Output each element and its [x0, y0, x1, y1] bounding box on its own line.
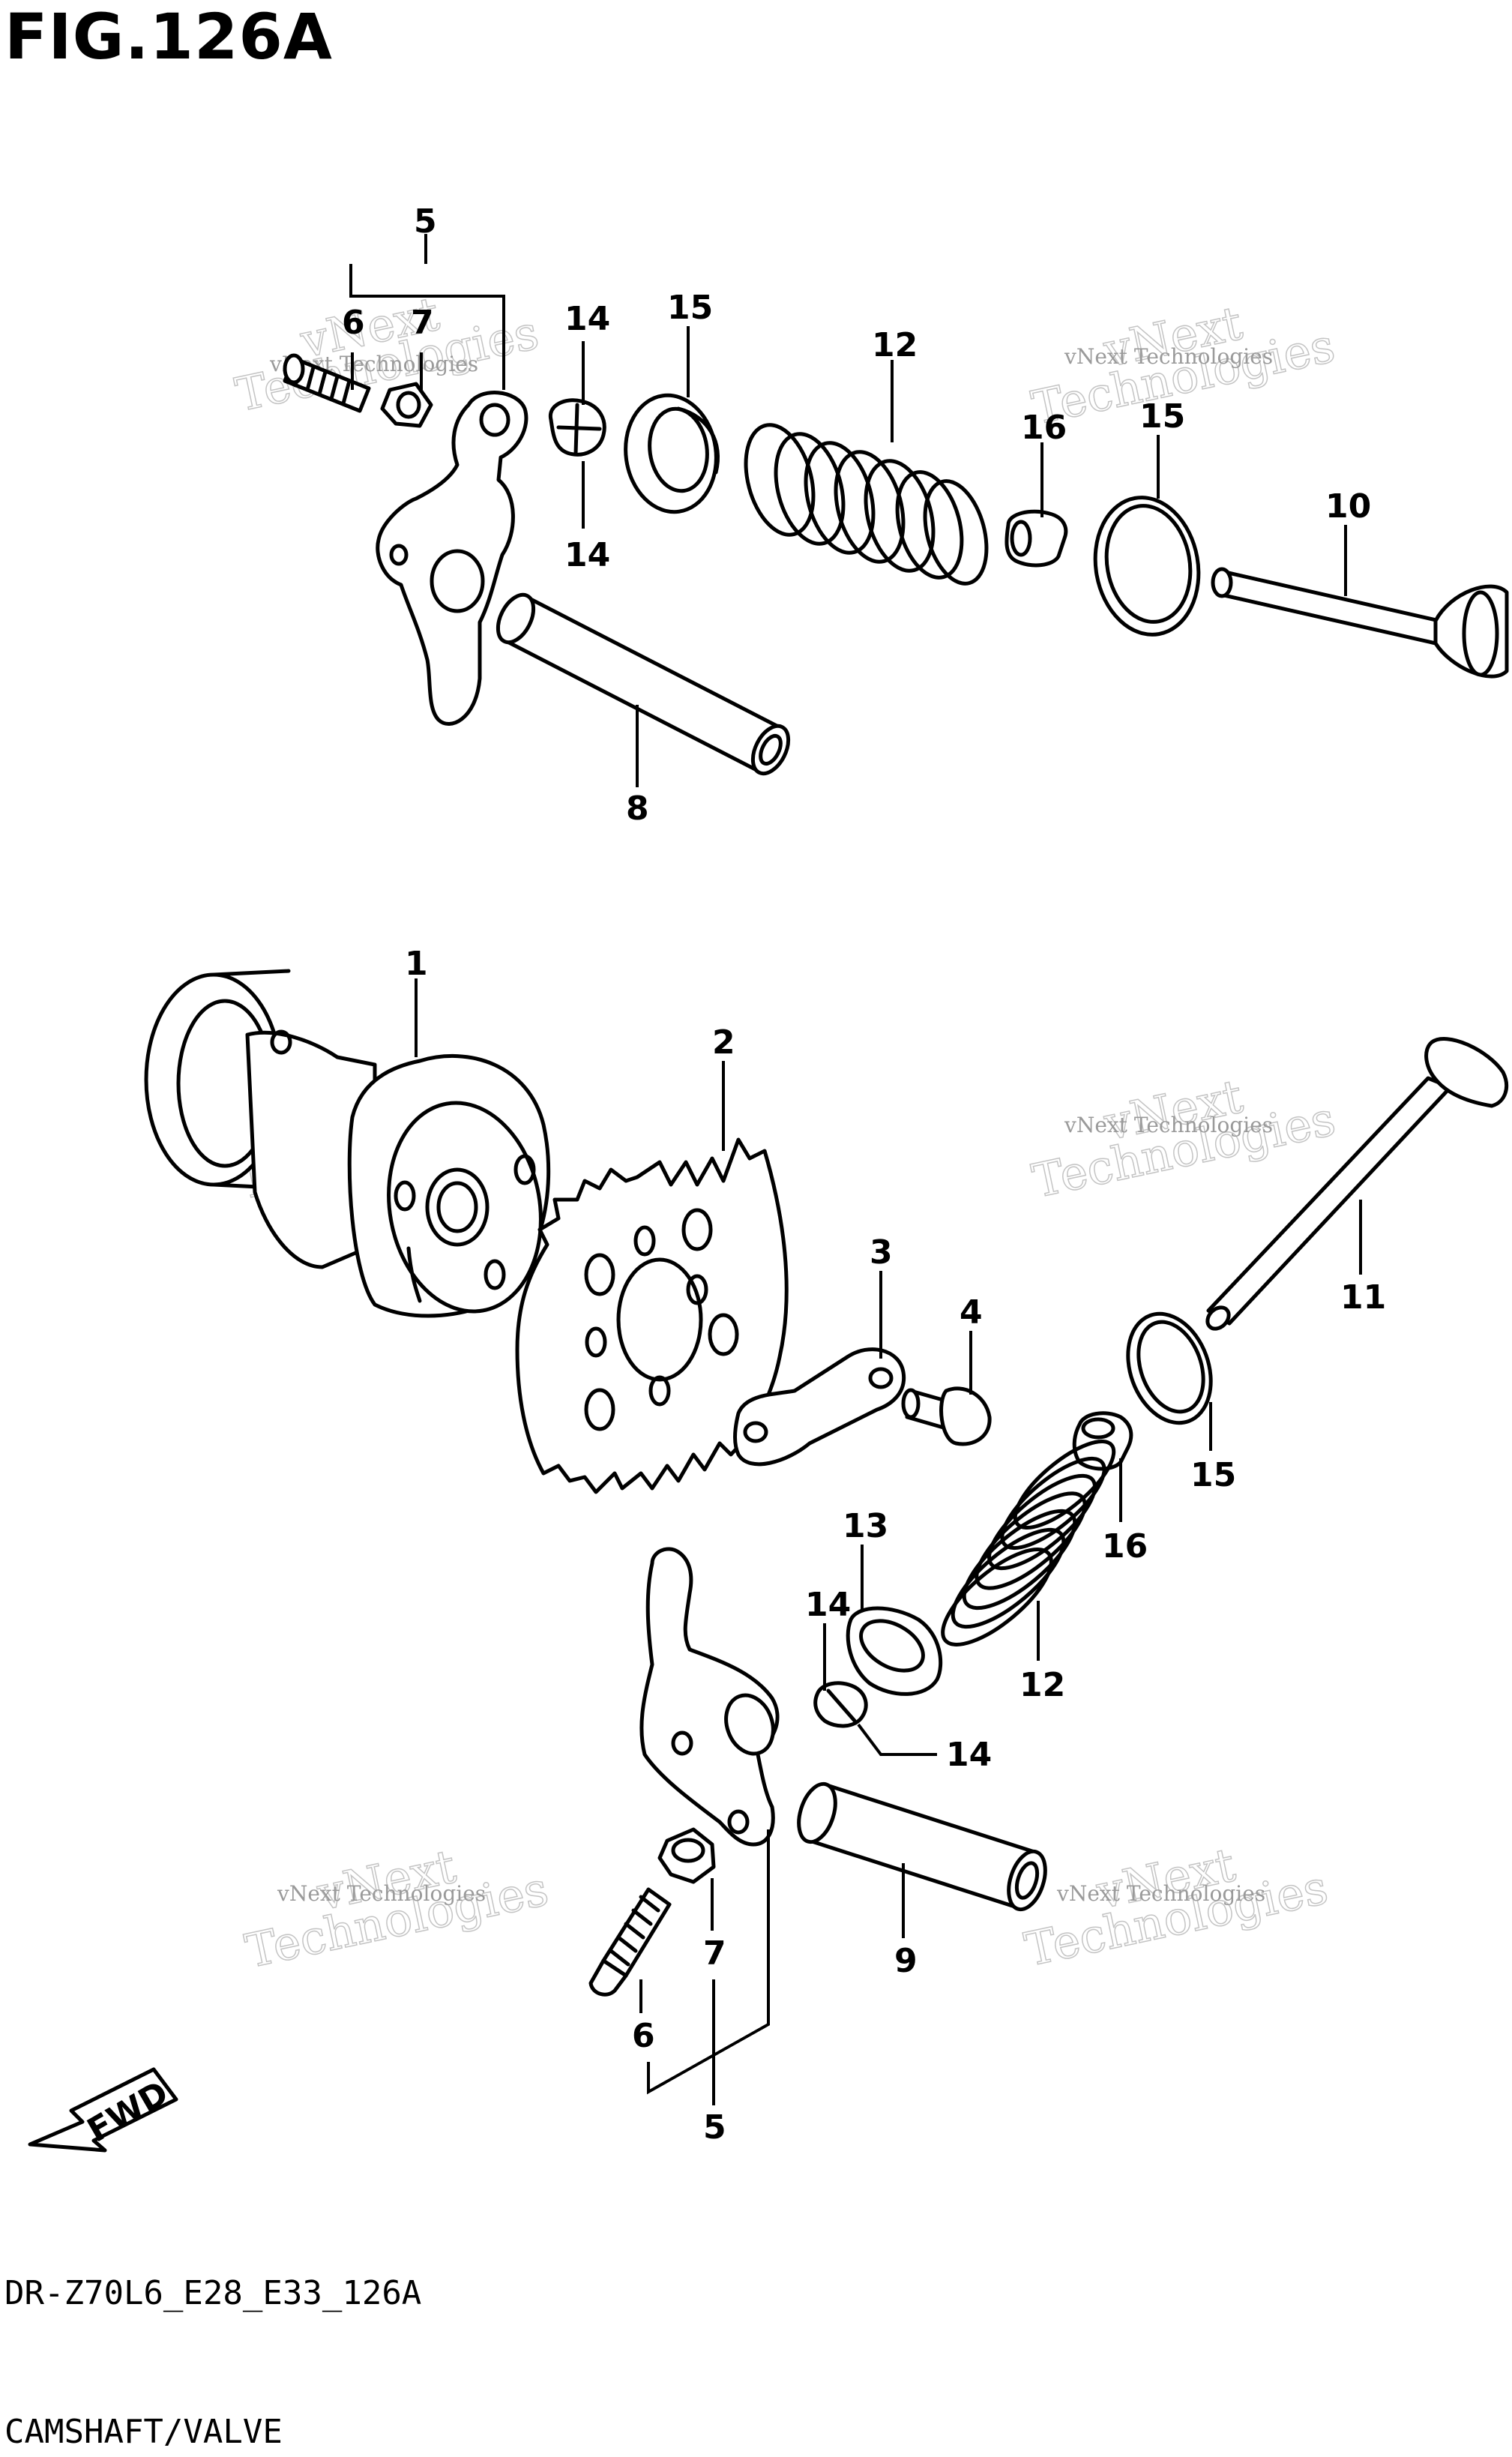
part-spring-top: [744, 423, 989, 586]
callout-10: 10: [1325, 487, 1371, 526]
watermark-bottom-right: Technologies vNext vNext Technologies: [1019, 1836, 1333, 1977]
leader-lines: [349, 234, 1362, 2105]
callout-15-top-b: 15: [1139, 397, 1185, 436]
watermark-text: vNext Technologies: [1064, 344, 1273, 369]
figure-name: CAMSHAFT/VALVE: [4, 2413, 283, 2451]
part-bolt: [901, 1386, 992, 1446]
callout-14-top-b: 14: [564, 536, 610, 574]
part-retainer-top: [624, 393, 720, 514]
part-spring-bottom: [941, 1439, 1116, 1646]
part-retainer-bottom: [846, 1606, 943, 1696]
part-valve-bottom: [1205, 1037, 1508, 1331]
part-washer-top: [1093, 496, 1201, 637]
callout-4: 4: [960, 1293, 983, 1332]
watermark-text: vNext Technologies: [1064, 1113, 1273, 1137]
watermark-text: vNext Technologies: [277, 1881, 486, 1906]
callout-16-top: 16: [1021, 409, 1067, 447]
part-rocker-shaft-bottom: [797, 1781, 1047, 1912]
callout-8: 8: [626, 790, 649, 828]
part-rocker-arm-bottom: [639, 1547, 780, 1847]
callout-7-top: 7: [411, 304, 434, 342]
callout-1: 1: [405, 945, 428, 983]
callout-14-top-a: 14: [564, 300, 610, 338]
callout-6-bottom: 6: [632, 2017, 655, 2055]
part-rocker-arm-top: [376, 391, 528, 726]
callout-11: 11: [1340, 1278, 1386, 1317]
callout-5-top: 5: [414, 202, 437, 241]
callout-16-bottom: 16: [1102, 1527, 1148, 1566]
callout-5-bottom: 5: [703, 2108, 726, 2147]
part-adjust-screw-top: [283, 353, 371, 413]
part-adjust-screw-bottom: [588, 1887, 672, 1997]
callout-labels: 5 6 7 14 14 15 12 16 15 10 8 1 2 3 4 11 …: [342, 202, 1386, 2147]
part-valve-top: [1211, 567, 1509, 679]
part-cotter-bottom: [813, 1681, 868, 1728]
callout-15-bottom: 15: [1190, 1456, 1236, 1494]
part-valve-seal-top: [1005, 509, 1068, 568]
callout-3: 3: [870, 1233, 893, 1272]
part-retainer-plate: [733, 1347, 906, 1467]
fwd-arrow-icon: FWD: [28, 2067, 178, 2153]
part-nut-top: [380, 382, 433, 428]
watermark-bottom-left: Technologies vNext vNext Technologies: [240, 1838, 553, 1979]
watermark-text: vNext Technologies: [1056, 1881, 1265, 1906]
callout-2: 2: [712, 1023, 735, 1062]
figure-title: FIG.126A: [4, 0, 333, 73]
part-washer-bottom: [1126, 1311, 1213, 1425]
watermark-mid-right: Technologies vNext vNext Technologies: [1027, 1068, 1340, 1209]
part-nut-bottom: [657, 1827, 716, 1884]
callout-6-top: 6: [342, 304, 365, 342]
callout-14-bottom-b: 14: [946, 1736, 992, 1774]
part-cotter-top: [548, 398, 606, 457]
callout-7-bottom: 7: [703, 1934, 726, 1973]
part-camshaft: [144, 969, 551, 1318]
callout-12-top: 12: [872, 326, 918, 364]
callout-12-bottom: 12: [1019, 1666, 1065, 1704]
part-cam-sprocket: [515, 1137, 789, 1494]
callout-15-top-a: 15: [667, 289, 713, 327]
part-rocker-shaft-top: [496, 592, 791, 776]
callout-9: 9: [894, 1942, 918, 1980]
callout-13: 13: [843, 1507, 888, 1545]
figure-code: DR-Z70L6_E28_E33_126A: [4, 2274, 422, 2312]
callout-14-bottom-a: 14: [805, 1586, 851, 1624]
